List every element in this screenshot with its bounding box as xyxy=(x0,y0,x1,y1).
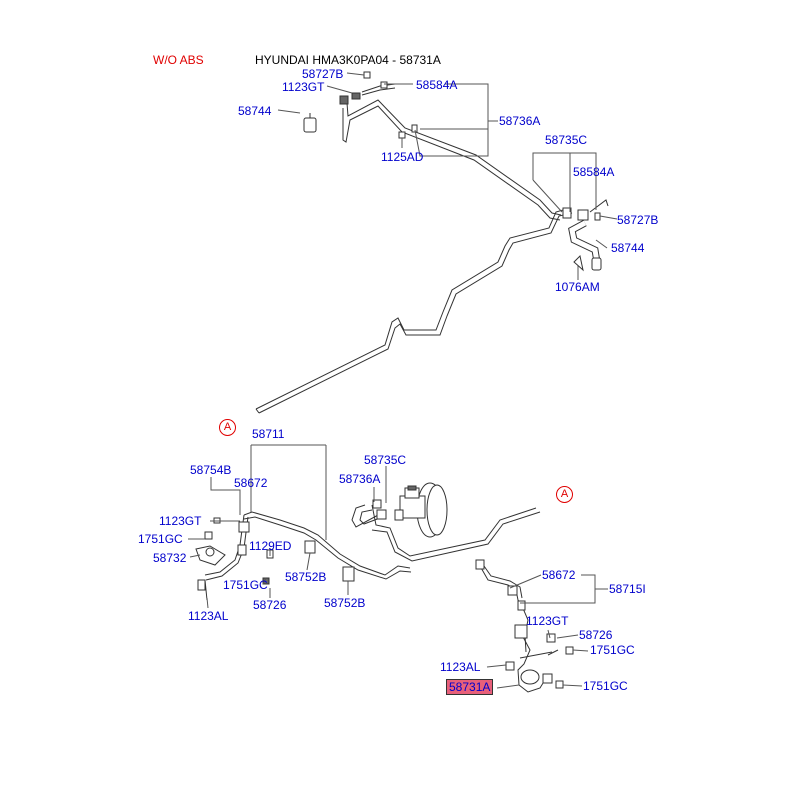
leaders-top xyxy=(277,72,618,280)
part-label-58672-left[interactable]: 58672 xyxy=(234,476,268,490)
part-label-58754b[interactable]: 58754B xyxy=(190,463,232,477)
part-label-1123gt-top[interactable]: 1123GT xyxy=(282,80,325,94)
rear-hose-assembly xyxy=(475,559,574,693)
part-label-1751gc-mid[interactable]: 1751GC xyxy=(223,578,268,592)
part-label-1123gt-left[interactable]: 1123GT xyxy=(159,514,202,528)
part-label-1751gc-right1[interactable]: 1751GC xyxy=(590,643,635,657)
part-label-58726-right[interactable]: 58726 xyxy=(579,628,613,642)
part-label-1751gc-left[interactable]: 1751GC xyxy=(138,532,183,546)
part-label-58744-right[interactable]: 58744 xyxy=(611,241,645,255)
part-label-58726-left[interactable]: 58726 xyxy=(253,598,287,612)
part-label-1076am[interactable]: 1076AM xyxy=(555,280,600,294)
part-label-1751gc-right2[interactable]: 1751GC xyxy=(583,679,628,693)
ref-marker-a-left[interactable]: A xyxy=(219,419,236,436)
leaders-middle xyxy=(188,444,387,609)
part-label-58727b-right[interactable]: 58727B xyxy=(617,213,659,227)
part-label-58735c-mid[interactable]: 58735C xyxy=(364,453,407,467)
part-label-58736a-mid[interactable]: 58736A xyxy=(339,472,381,486)
part-label-58744-left[interactable]: 58744 xyxy=(238,104,272,118)
part-label-58752b-1[interactable]: 58752B xyxy=(285,570,327,584)
fittings-top xyxy=(351,71,418,139)
brake-booster xyxy=(394,482,448,538)
part-label-58711[interactable]: 58711 xyxy=(252,427,285,441)
part-label-58727b-top[interactable]: 58727B xyxy=(302,67,344,81)
part-label-1125ad[interactable]: 1125AD xyxy=(381,150,424,164)
brake-tube-middle xyxy=(243,499,541,580)
part-label-58584a-right[interactable]: 58584A xyxy=(573,165,615,179)
part-label-58736a-top[interactable]: 58736A xyxy=(499,114,541,128)
diagram-title: HYUNDAI HMA3K0PA04 - 58731A xyxy=(255,53,441,67)
part-label-58715i[interactable]: 58715I xyxy=(609,582,646,596)
ref-marker-a-right[interactable]: A xyxy=(556,486,573,503)
main-brake-tube-top xyxy=(255,83,573,414)
part-label-1129ed[interactable]: 1129ED xyxy=(249,539,292,553)
part-label-58731a-highlighted[interactable]: 58731A xyxy=(446,679,494,695)
part-label-58752b-2[interactable]: 58752B xyxy=(324,596,366,610)
part-label-1123gt-right[interactable]: 1123GT xyxy=(526,614,569,628)
leaders-lower xyxy=(486,574,608,689)
variant-label: W/O ABS xyxy=(153,53,204,67)
part-label-58584a-top[interactable]: 58584A xyxy=(416,78,458,92)
part-label-58735c-top[interactable]: 58735C xyxy=(545,133,588,147)
part-label-58732[interactable]: 58732 xyxy=(153,551,187,565)
part-label-1123al-right[interactable]: 1123AL xyxy=(440,660,481,674)
part-label-58672-right[interactable]: 58672 xyxy=(542,568,576,582)
part-label-1123al-left[interactable]: 1123AL xyxy=(188,609,229,623)
hose-58744-left xyxy=(299,95,349,133)
